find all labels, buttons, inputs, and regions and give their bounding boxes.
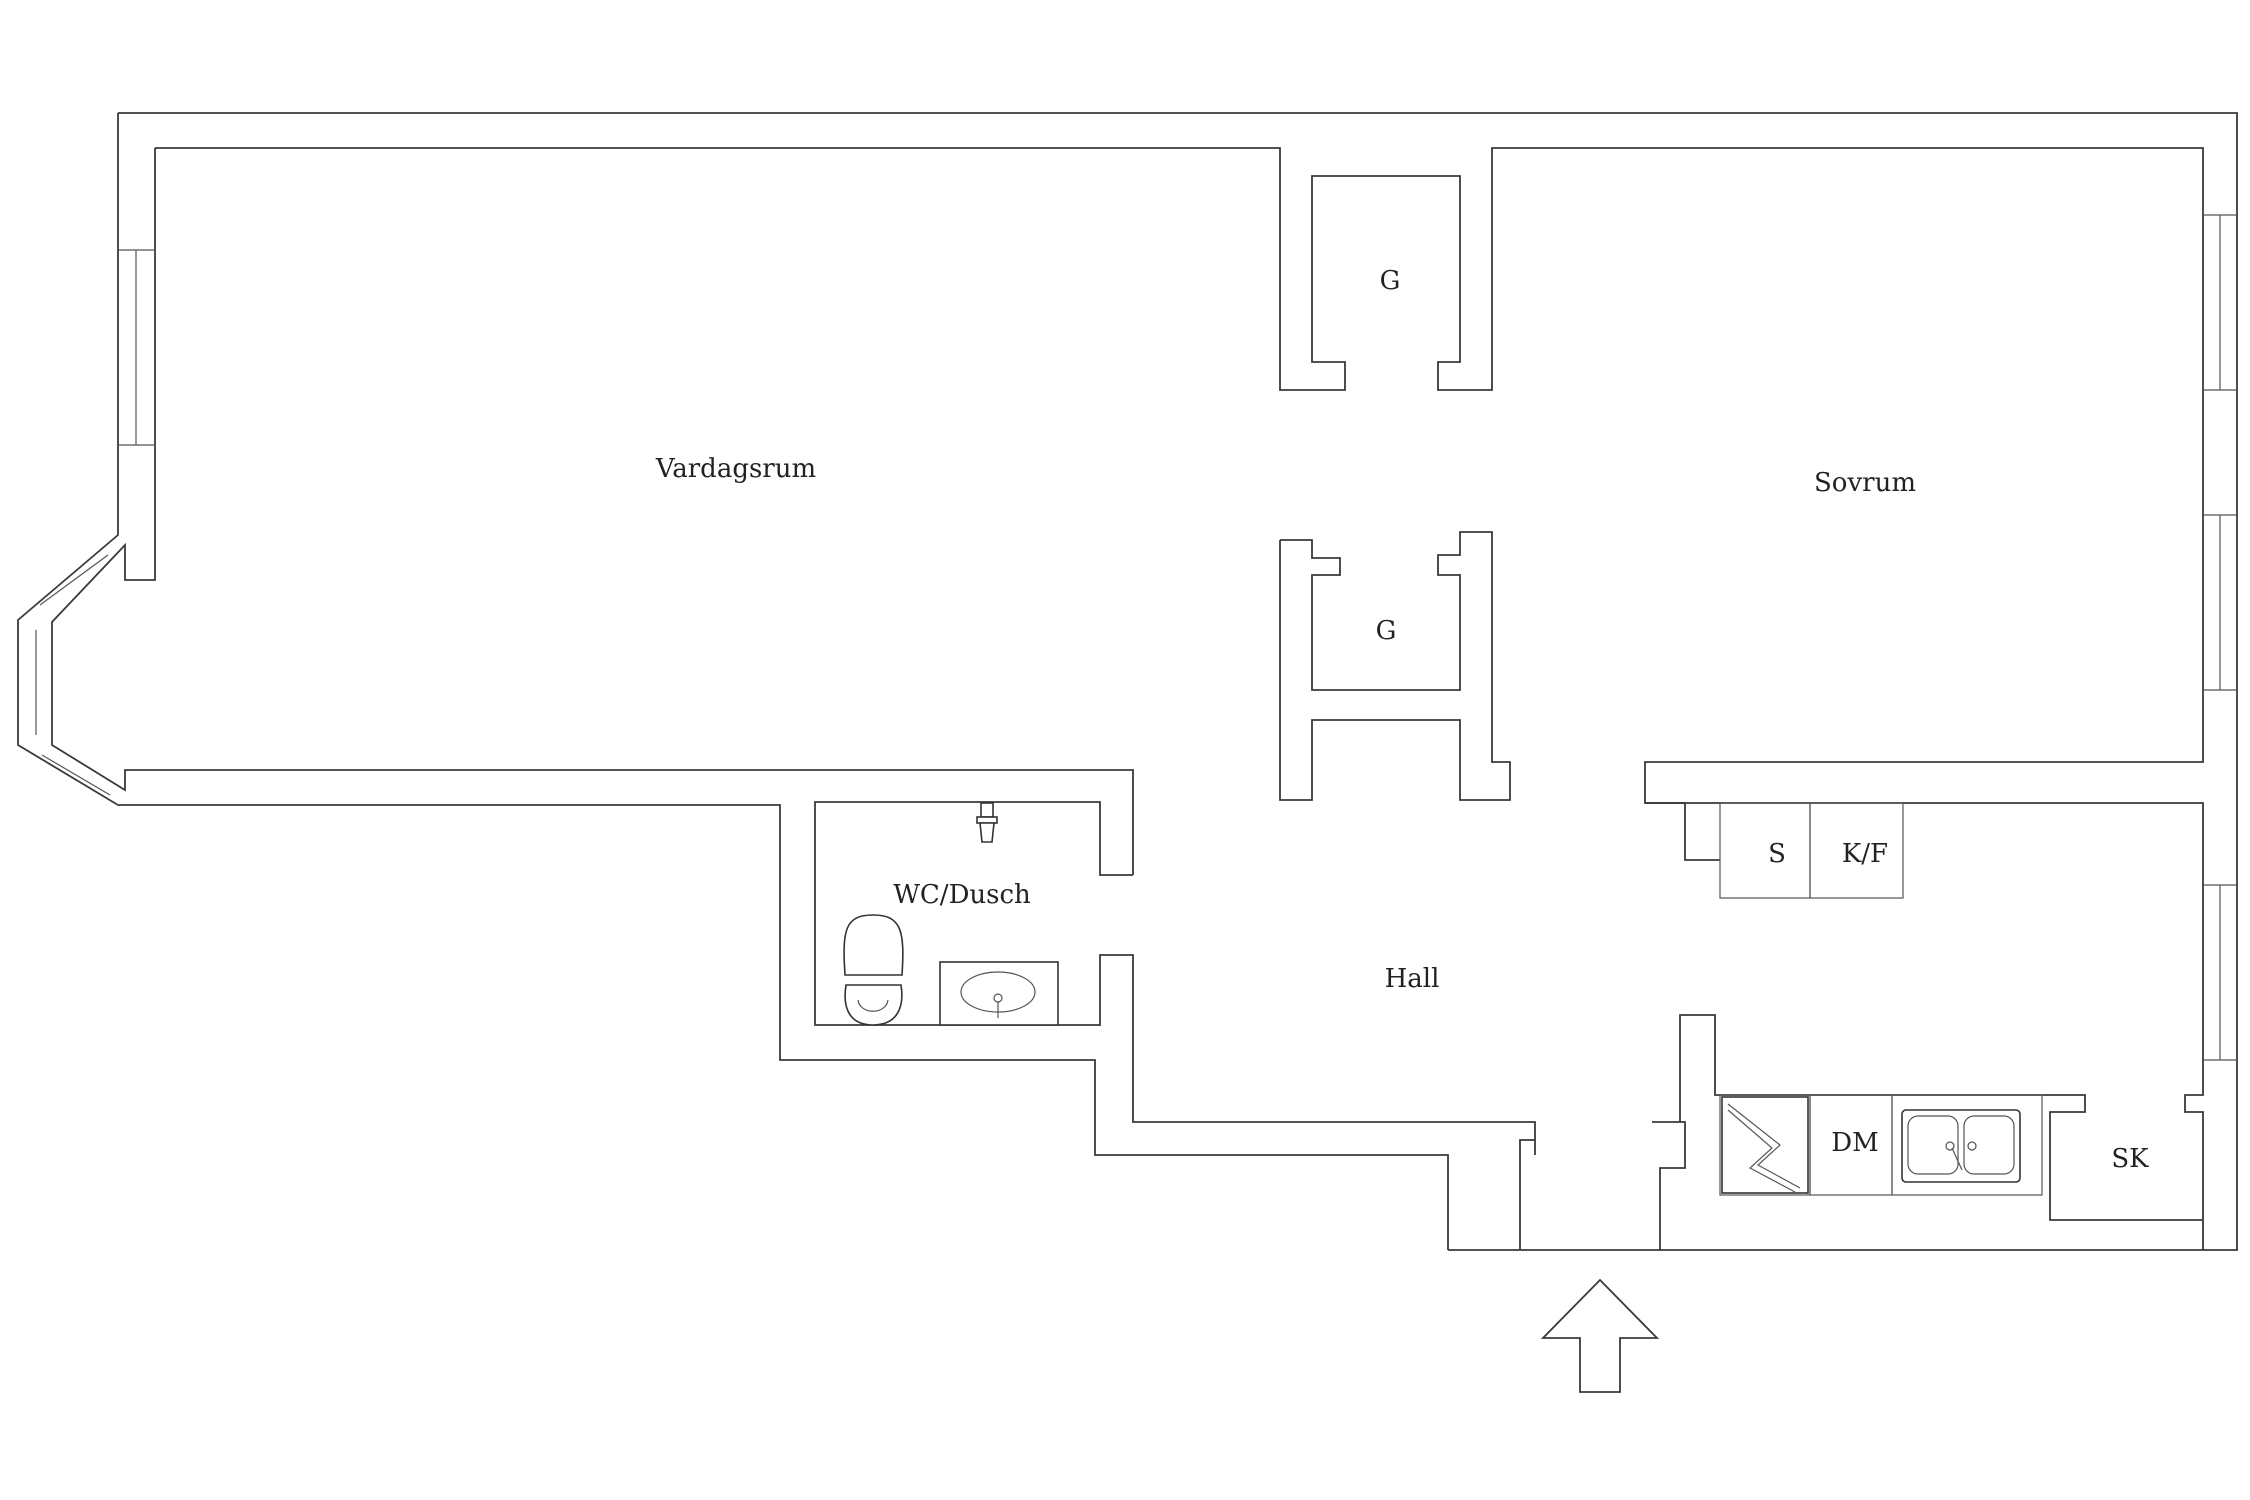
label-fridge-freezer: K/F <box>1842 839 1888 869</box>
toilet-icon <box>843 914 904 1026</box>
label-bedroom: Sovrum <box>1814 468 1916 498</box>
label-stove: S <box>1768 839 1786 869</box>
room-labels: Vardagsrum Sovrum G G WC/Dusch Hall S K/… <box>655 266 2149 1174</box>
label-cabinet: SK <box>2111 1144 2149 1174</box>
label-hall: Hall <box>1385 964 1440 994</box>
stove-icon <box>1721 1096 1809 1194</box>
entrance-arrow-icon <box>1540 1278 1660 1393</box>
label-closet-upper: G <box>1380 266 1401 296</box>
closet-walls <box>1279 531 1511 801</box>
bathroom-walls <box>814 795 2204 1250</box>
outer-walls <box>17 112 2238 1251</box>
label-living-room: Vardagsrum <box>655 454 816 484</box>
washbasin-icon <box>939 961 1059 1026</box>
kitchen-fixtures <box>1719 802 2043 1196</box>
label-closet-lower: G <box>1376 616 1397 646</box>
shower-head-icon <box>976 802 998 843</box>
label-dishwasher: DM <box>1831 1128 1878 1158</box>
label-bathroom: WC/Dusch <box>893 880 1031 910</box>
double-sink-icon <box>1901 1109 2021 1183</box>
